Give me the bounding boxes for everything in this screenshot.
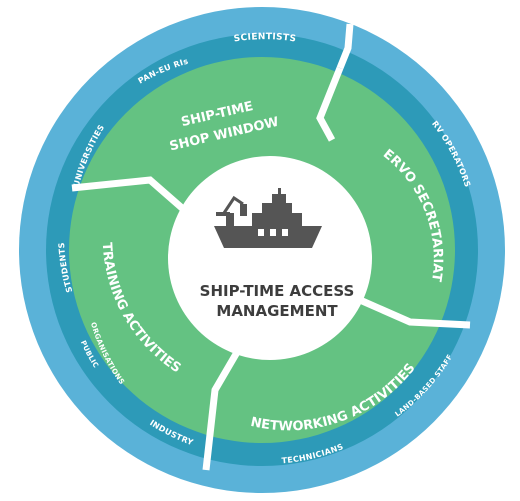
stakeholder-scientists: SCIENTISTS xyxy=(233,32,296,44)
segment-divider xyxy=(316,66,344,142)
svg-text:SCIENTISTS: SCIENTISTS xyxy=(233,32,297,44)
segment-divider xyxy=(71,176,193,218)
center-circle xyxy=(168,156,372,360)
center-title-line-1: SHIP-TIME ACCESS xyxy=(200,282,355,300)
segment-divider xyxy=(358,296,471,329)
segment-divider xyxy=(336,23,354,70)
center-title-line-2: MANAGEMENT xyxy=(216,302,338,320)
research-vessel-icon xyxy=(214,188,322,248)
